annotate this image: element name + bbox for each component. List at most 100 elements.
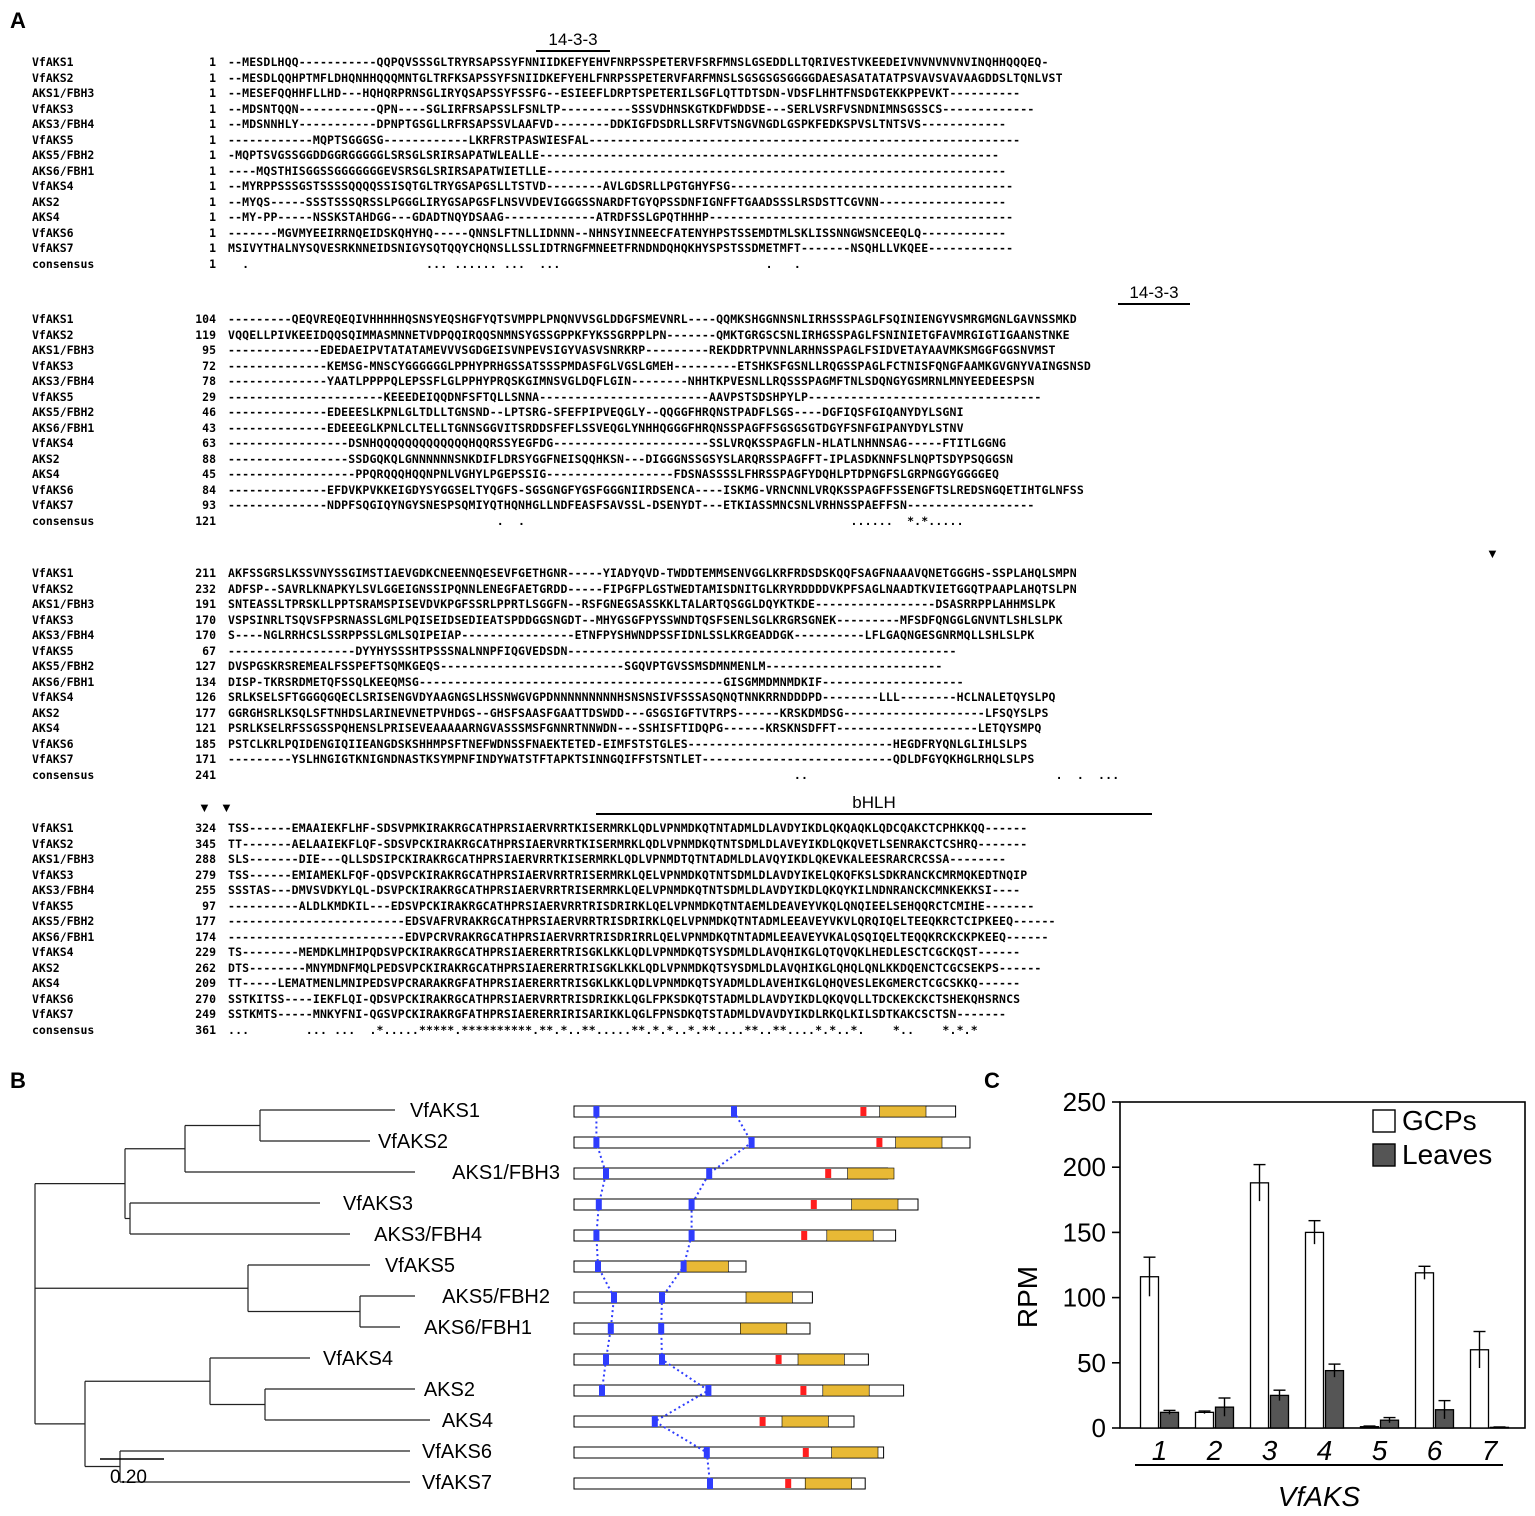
14-3-3-motif-marker bbox=[595, 1261, 601, 1272]
sequence-residues: SSTKMTS-----MNKYFNI-QGSVPCKIRAKRGFATHPRS… bbox=[228, 1007, 1007, 1021]
sequence-start-position: 1 bbox=[209, 163, 216, 178]
protein-backbone bbox=[573, 1260, 747, 1273]
sequence-residues: SLS-------DIE---QLLSDSIPCKIRAKRGCATHPRSI… bbox=[228, 852, 1007, 866]
sequence-residues: . ... ...... ... ... . . bbox=[228, 256, 1042, 271]
region-label-14-3-3-block1: 14-3-3 bbox=[548, 30, 598, 49]
region-label-bhlh: bHLH bbox=[852, 793, 896, 812]
legend-label-gcps: GCPs bbox=[1402, 1105, 1477, 1136]
sequence-name: VfAKS6 bbox=[32, 482, 74, 497]
protein-backbone bbox=[573, 1446, 885, 1459]
sequence-name: VfAKS7 bbox=[32, 498, 74, 512]
sequence-residues: -------------------------EDVPCRVRAKRGCAT… bbox=[228, 929, 1049, 944]
bhlh-domain bbox=[831, 1446, 879, 1459]
sequence-name: VfAKS5 bbox=[32, 643, 74, 658]
protein-backbone bbox=[573, 1167, 889, 1180]
sequence-name: VfAKS2 bbox=[32, 327, 74, 342]
sequence-start-position: 67 bbox=[202, 643, 216, 658]
sequence-start-position: 191 bbox=[195, 597, 216, 611]
sequence-start-position: 1 bbox=[209, 194, 216, 209]
sequence-start-position: 1 bbox=[209, 148, 216, 162]
sequence-name: VfAKS4 bbox=[32, 945, 74, 959]
bhlh-domain bbox=[797, 1353, 845, 1366]
x-tick-label: 3 bbox=[1262, 1435, 1278, 1466]
y-tick-label: 50 bbox=[1077, 1348, 1106, 1378]
bhlh-domain bbox=[822, 1384, 870, 1397]
y-tick-label: 200 bbox=[1063, 1152, 1106, 1182]
sequence-start-position: 241 bbox=[195, 767, 216, 782]
sequence-residues: --MESDLHQQ-----------QQPQVSSSGLTRYRSAPSS… bbox=[228, 55, 1049, 69]
sequence-name: AKS3/FBH4 bbox=[32, 883, 95, 897]
phosphorylation-site-marker bbox=[802, 1448, 809, 1457]
sequence-name: AKS2 bbox=[32, 194, 60, 209]
y-tick-label: 150 bbox=[1063, 1217, 1106, 1247]
y-axis-label: RPM bbox=[1012, 1266, 1043, 1328]
sequence-residues: DISP-TKRSRDMETQFSSQLKEEQMSG-------------… bbox=[228, 674, 964, 689]
sequence-start-position: 1 bbox=[209, 55, 216, 69]
sequence-start-position: 232 bbox=[195, 581, 216, 596]
sequence-residues: -----------------SSDGQKQLGNNNNNNSNKDIFLD… bbox=[228, 451, 1014, 466]
sequence-residues: ... ... ... .*.....*****.**********.**.*… bbox=[228, 1022, 978, 1037]
sequence-residues: S----NGLRRHCSLSSRPPSSLGMLSQIPEIAP-------… bbox=[228, 628, 1035, 642]
sequence-residues: ----------------------KEEEDEIQQDNFSFTQLL… bbox=[228, 389, 1042, 404]
sequence-name: VfAKS6 bbox=[32, 736, 74, 751]
sequence-start-position: 78 bbox=[202, 374, 216, 388]
sequence-start-position: 1 bbox=[209, 101, 216, 116]
sequence-residues: --MDSNNHLY-----------DPNPTGSGLLRFRSAPSSV… bbox=[228, 117, 1007, 131]
sequence-name: AKS3/FBH4 bbox=[32, 628, 95, 642]
sequence-name: consensus bbox=[32, 767, 95, 782]
14-3-3-motif-marker bbox=[603, 1354, 609, 1365]
x-tick-label: 6 bbox=[1427, 1435, 1443, 1466]
sequence-residues: TT-----LEMATMENLMNIPEDSVPCRARAKRGFATHPRS… bbox=[228, 976, 1021, 990]
sequence-name: AKS2 bbox=[32, 451, 60, 466]
phospho-site-arrow-2: ▼ bbox=[198, 800, 211, 815]
sequence-residues: --MESDLQQHPTMFLDHQNHHQQQMNTGLTRFKSAPSSYF… bbox=[228, 70, 1063, 85]
sequence-name: AKS1/FBH3 bbox=[32, 852, 95, 866]
sequence-residues: -MQPTSVGSSGGDDGGRGGGGGLSRSGLSRIRSAPATWLE… bbox=[228, 148, 1000, 162]
y-tick-label: 0 bbox=[1092, 1413, 1106, 1443]
sequence-residues: ---------YSLHNGIGTKNIGNDNASTKSYMPNFINDYW… bbox=[228, 752, 1035, 766]
protein-backbone bbox=[573, 1415, 855, 1428]
domain-boxes bbox=[573, 1105, 971, 1490]
phosphorylation-site-marker bbox=[800, 1386, 807, 1395]
sequence-residues: ------------------DYYHYSSSHTPSSSNALNNPFI… bbox=[228, 643, 957, 658]
sequence-residues: --MYRPPSSSGSTSSSSQQQQSSISQTGLTRYGSAPGSLL… bbox=[228, 179, 1014, 193]
sequence-start-position: 209 bbox=[195, 976, 216, 990]
tree-taxon-label: AKS4 bbox=[442, 1410, 493, 1432]
sequence-residues: SRLKSELSFTGGGQGQECLSRISENGVDYAAGNGSLHSSN… bbox=[228, 690, 1056, 704]
14-3-3-motif-marker bbox=[706, 1168, 713, 1179]
sequence-name: VfAKS1 bbox=[32, 55, 74, 69]
sequence-name: AKS1/FBH3 bbox=[32, 343, 95, 357]
sequence-start-position: 324 bbox=[195, 821, 216, 835]
x-tick-label: 7 bbox=[1482, 1435, 1499, 1466]
tree-taxon-label: AKS6/FBH1 bbox=[424, 1317, 532, 1339]
sequence-residues: GGRGHSRLKSQLSFTNHDSLARINEVNETPVHDGS--GHS… bbox=[228, 705, 1049, 720]
bar-gcps bbox=[1414, 1272, 1435, 1429]
protein-backbone bbox=[573, 1229, 897, 1242]
sequence-residues: SSSTAS---DMVSVDKYLQL-DSVPCKIRAKRGCATHPRS… bbox=[228, 883, 1021, 897]
legend-label-leaves: Leaves bbox=[1402, 1139, 1492, 1170]
protein-backbone bbox=[573, 1384, 905, 1397]
sequence-name: VfAKS3 bbox=[32, 358, 74, 373]
sequence-name: AKS1/FBH3 bbox=[32, 86, 95, 100]
sequence-residues: -------------EDEDAEIPVTATATAMEVVVSGDGEIS… bbox=[228, 343, 1056, 357]
legend-swatch-gcps bbox=[1372, 1109, 1396, 1133]
sequence-name: VfAKS6 bbox=[32, 991, 74, 1006]
sequence-start-position: 185 bbox=[195, 736, 216, 751]
sequence-start-position: 93 bbox=[202, 498, 216, 512]
sequence-residues: --------------EDEEEGLKPNLCLTELLTGNNSGGVI… bbox=[228, 420, 964, 435]
sequence-residues: --------------KEMSG-MNSCYGGGGGGLPPHYPRHG… bbox=[228, 358, 1091, 373]
bhlh-domain bbox=[781, 1415, 829, 1428]
phosphorylation-site-marker bbox=[775, 1355, 782, 1364]
bar-leaves bbox=[1324, 1369, 1345, 1429]
x-tick-label: 4 bbox=[1317, 1435, 1333, 1466]
sequence-name: VfAKS3 bbox=[32, 867, 74, 882]
sequence-start-position: 134 bbox=[195, 674, 216, 689]
sequence-name: VfAKS6 bbox=[32, 225, 74, 240]
sequence-name: VfAKS3 bbox=[32, 612, 74, 627]
14-3-3-motif-marker bbox=[688, 1230, 695, 1241]
sequence-residues: DTS--------MNYMDNFMQLPEDSVPCKIRAKRGCATHP… bbox=[228, 960, 1042, 975]
y-tick-label: 250 bbox=[1063, 1087, 1106, 1117]
sequence-residues: --MDSNTQQN-----------QPN----SGLIRFRSAPSS… bbox=[228, 101, 1035, 116]
panel-label-a: A bbox=[10, 8, 26, 33]
